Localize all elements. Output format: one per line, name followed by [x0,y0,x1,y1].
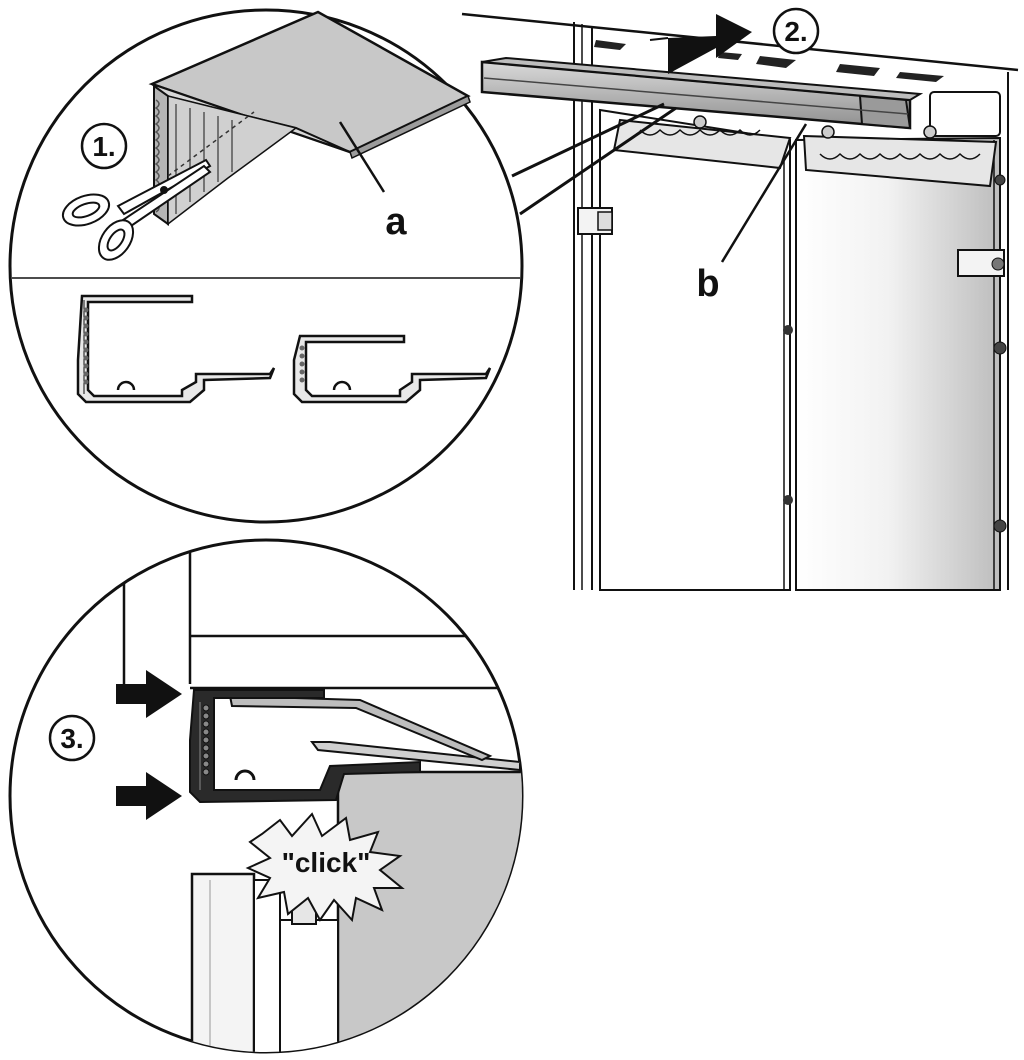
profile-cut [292,334,492,404]
left-door [577,108,793,591]
step-1-label: 1. [92,131,115,162]
step-2-badge: 2. [772,7,820,55]
step-3-badge: 3. [48,714,96,762]
top-surface-texture [594,40,944,82]
right-door [795,136,1007,591]
step-1-badge: 1. [80,122,128,170]
installed-profile [189,689,421,804]
detail-circle-snap: "click" 3. [8,538,524,1054]
slide-arrow-icon [649,14,752,74]
part-a-label: a [385,201,407,243]
cabinet-side [573,22,593,590]
step-2-label: 2. [784,16,807,47]
part-b-label: b [696,263,719,305]
step-3-label: 3. [60,723,83,754]
appliance-overview: 2. b [461,7,1019,591]
click-burst-icon: "click" [245,812,405,923]
click-callout: "click" [282,847,371,878]
scissors-icon [61,158,212,261]
detail-circle-cutting: 1. a [8,8,524,524]
trim-strip [480,56,924,130]
push-arrow-icon [116,670,182,820]
mounting-bracket-right [802,125,998,188]
profile-full [76,294,276,404]
